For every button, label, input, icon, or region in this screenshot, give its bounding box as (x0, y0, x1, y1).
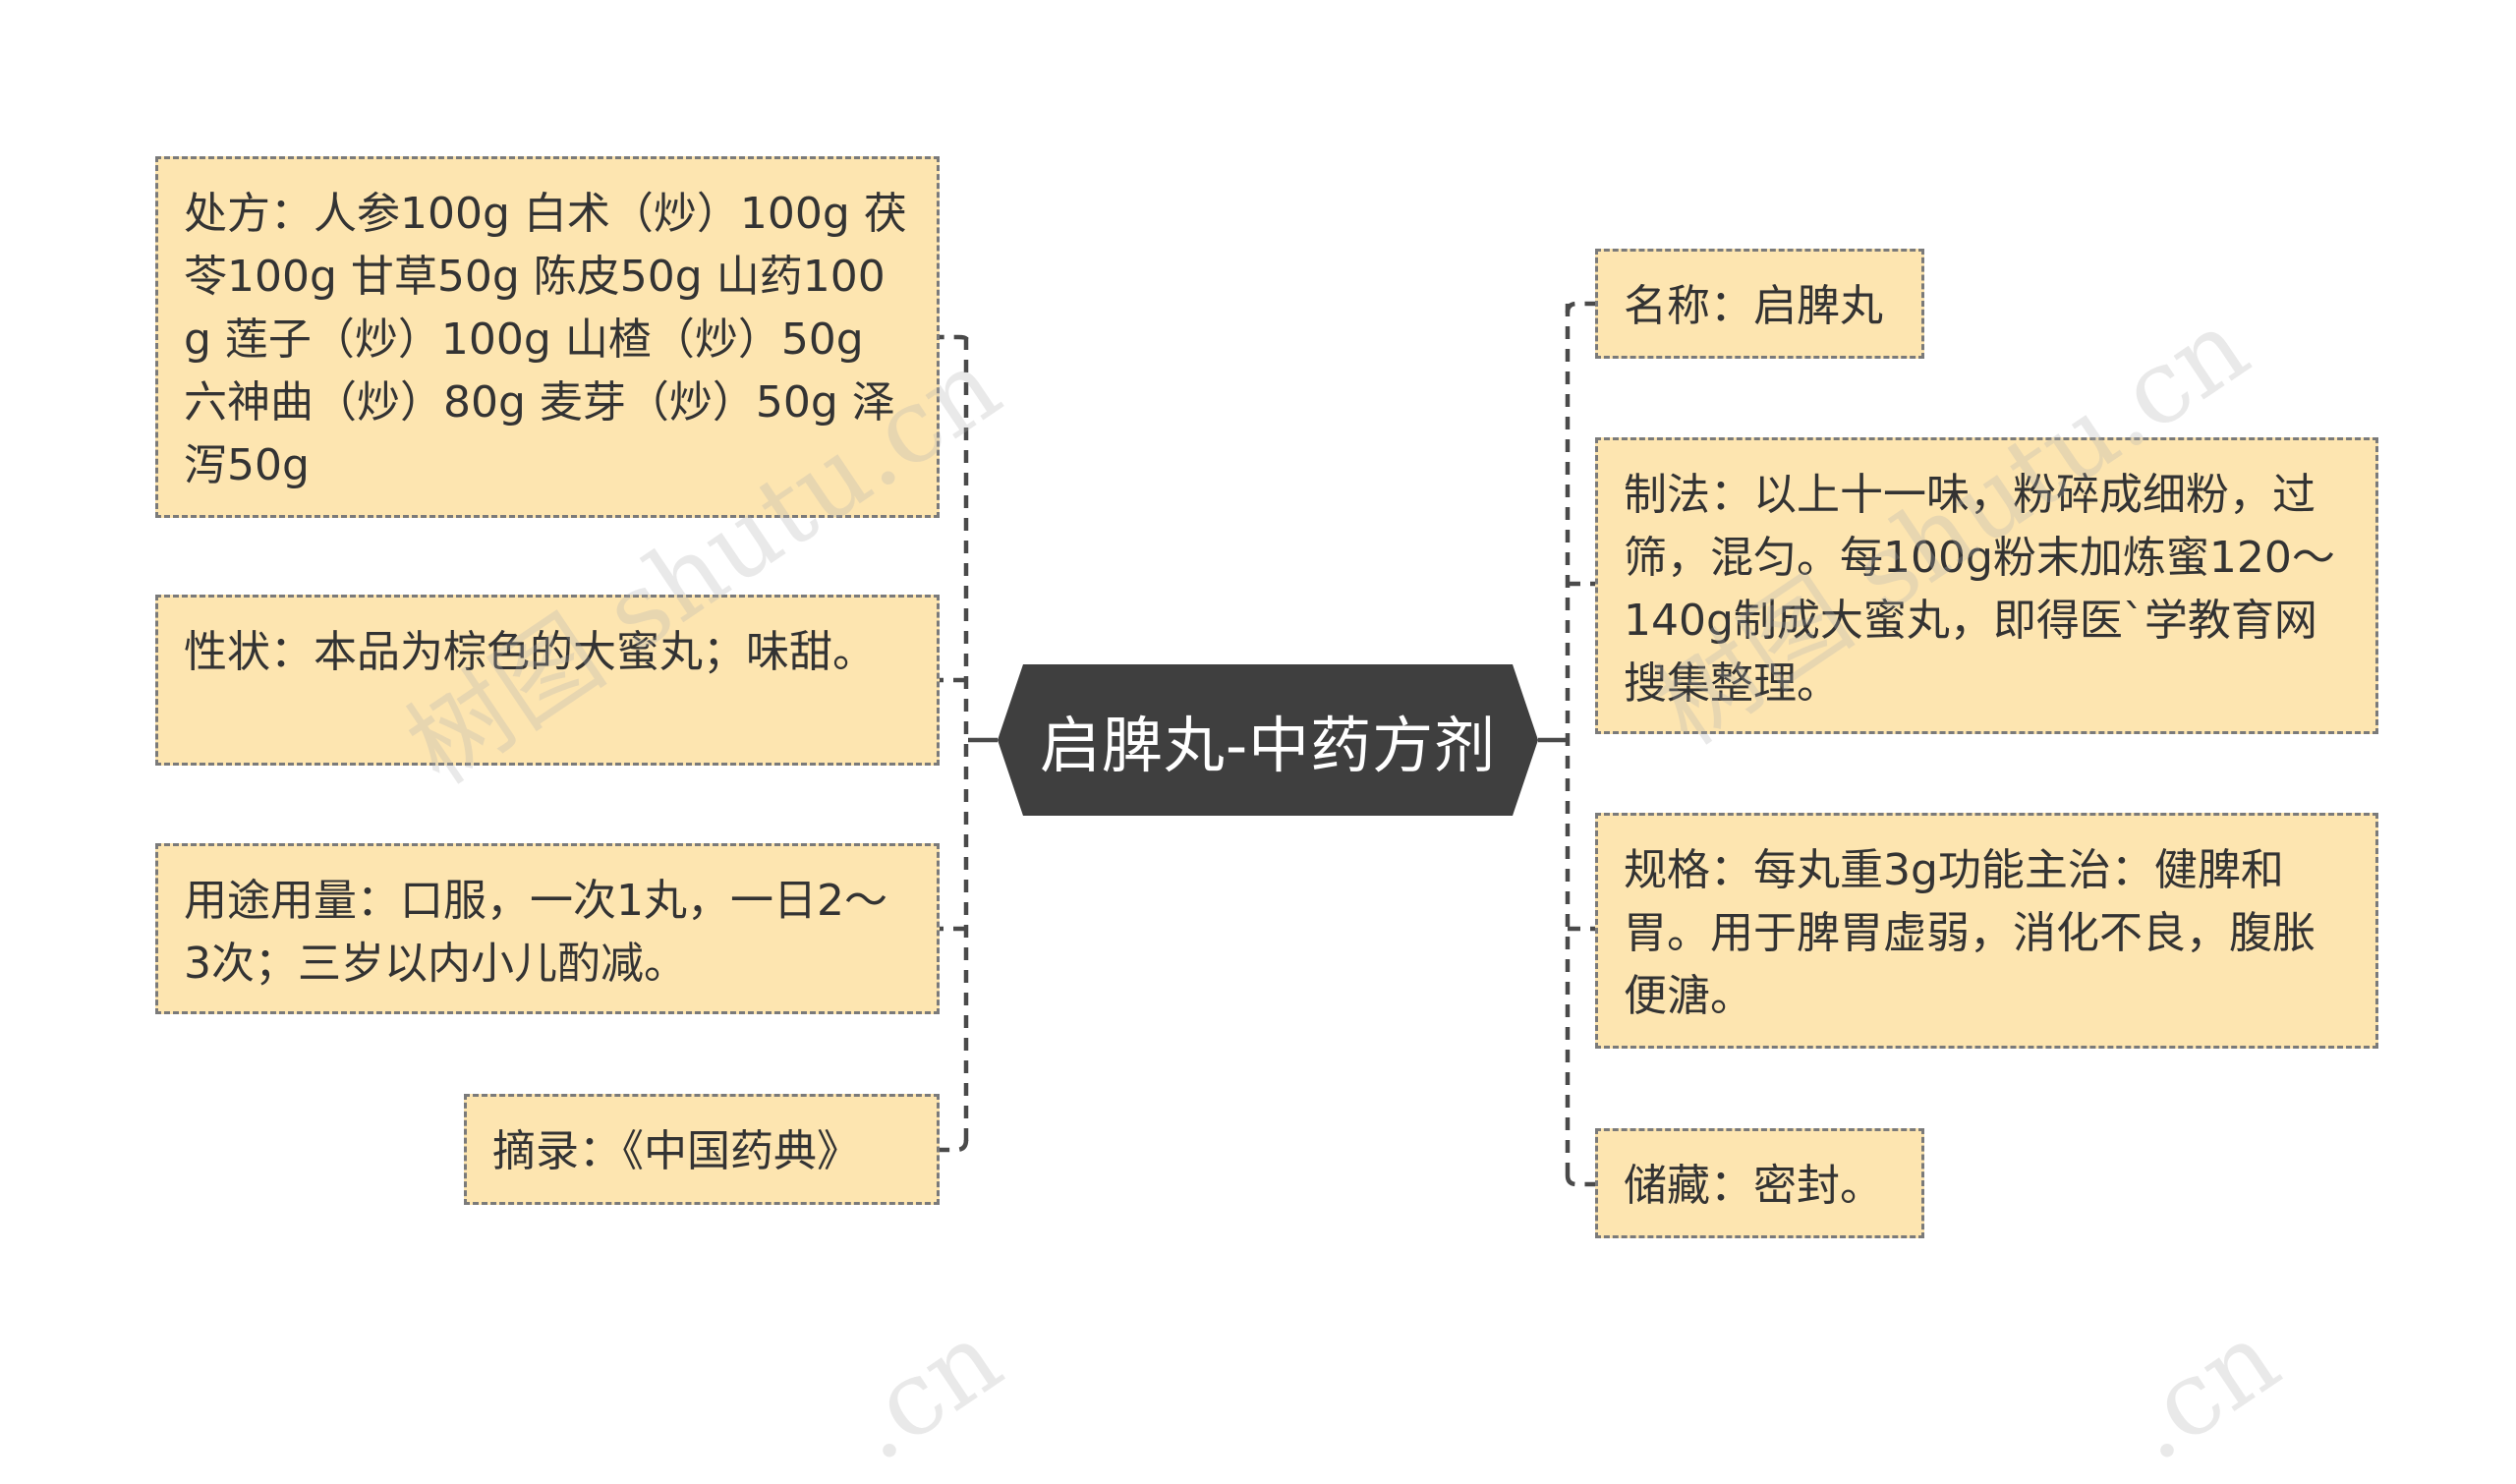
node-spec[interactable]: 规格：每丸重3g功能主治：健脾和胃。用于脾胃虚弱，消化不良，腹胀便溏。 (1595, 813, 2378, 1049)
node-name[interactable]: 名称：启脾丸 (1595, 249, 1924, 359)
mind-map-canvas: 处方：人参100g 白术（炒）100g 茯苓100g 甘草50g 陈皮50g 山… (155, 156, 2378, 1484)
node-prescription[interactable]: 处方：人参100g 白术（炒）100g 茯苓100g 甘草50g 陈皮50g 山… (155, 156, 940, 518)
watermark: .cn (2103, 1297, 2300, 1484)
center-topic-title: 启脾丸-中药方剂 (1039, 710, 1497, 781)
node-storage[interactable]: 储藏：密封。 (1595, 1128, 1924, 1238)
connector-right-name (1565, 301, 1595, 314)
connector-left-source (939, 1139, 969, 1153)
node-source[interactable]: 摘录：《中国药典》 (464, 1094, 940, 1205)
node-method[interactable]: 制法：以上十一味，粉碎成细粉，过筛，混匀。每100g粉末加炼蜜120～140g制… (1595, 437, 2378, 734)
node-usage[interactable]: 用途用量：口服，一次1丸，一日2～3次；三岁以内小儿酌减。 (155, 843, 940, 1014)
watermark: .cn (826, 1297, 1022, 1484)
connector-left-prescription (939, 334, 969, 341)
node-character[interactable]: 性状：本品为棕色的大蜜丸；味甜。 (155, 595, 940, 766)
center-topic[interactable]: 启脾丸-中药方剂 (998, 664, 1538, 816)
center-topic-shape (998, 664, 1538, 816)
connector-right-storage (1565, 1174, 1595, 1187)
